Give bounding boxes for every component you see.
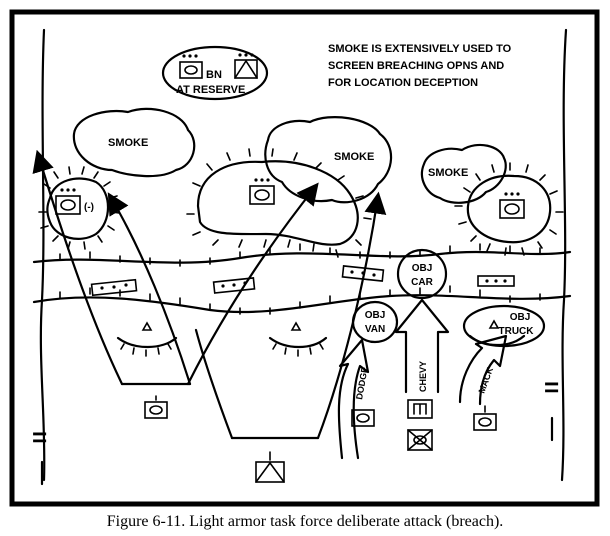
svg-text:OBJ: OBJ <box>510 312 531 323</box>
objective-car: OBJ CAR <box>396 248 448 300</box>
svg-text:OBJ: OBJ <box>365 310 386 321</box>
hill-center <box>268 321 328 357</box>
friendly-unit-mack <box>473 405 497 431</box>
smoke-label-center: SMOKE <box>334 151 374 163</box>
note-text: SMOKE IS EXTENSIVELY USED TO SCREEN BREA… <box>328 43 512 89</box>
sector-line-left-outer <box>32 149 124 386</box>
smoke-label-right: SMOKE <box>428 167 468 179</box>
svg-text:FOR LOCATION DECEPTION: FOR LOCATION DECEPTION <box>328 77 478 89</box>
figure-caption: Figure 6-11. Light armor task force deli… <box>107 513 504 530</box>
smoke-cloud-right <box>420 143 507 204</box>
smoke-cloud-left <box>72 107 196 178</box>
reserve-oval <box>161 45 269 101</box>
axis-chevy: CHEVY <box>394 298 450 394</box>
reserve-at-label: AT RESERVE <box>176 84 245 96</box>
sector-line-center-right <box>316 191 387 440</box>
minefield-1 <box>90 278 138 297</box>
svg-text:CAR: CAR <box>411 277 433 288</box>
svg-text:SCREEN BREACHING OPNS AND: SCREEN BREACHING OPNS AND <box>328 60 504 72</box>
left-boundary-line <box>39 28 46 482</box>
attack-arrow-left-center <box>186 182 319 386</box>
reserve-bn-label: BN <box>206 69 222 81</box>
enemy-position-center <box>186 148 372 258</box>
svg-text:TRUCK: TRUCK <box>499 326 535 337</box>
left-boundary-mark: = <box>32 422 47 452</box>
obstacle-line-upper <box>32 250 572 264</box>
svg-text:OBJ: OBJ <box>412 263 433 274</box>
right-boundary-line <box>560 28 568 482</box>
reserve-unit-symbol <box>179 61 203 79</box>
friendly-unit-left <box>144 395 168 419</box>
enemy-position-right <box>454 162 564 256</box>
hill-left <box>116 321 178 357</box>
svg-text:VAN: VAN <box>365 324 385 335</box>
smoke-label-left: SMOKE <box>108 137 148 149</box>
enemy-left-designator: (-) <box>84 202 94 213</box>
at-reserve: BN AT RESERVE <box>161 45 269 101</box>
right-boundary-mark: = <box>544 372 559 402</box>
sector-line-left-inner <box>107 192 192 386</box>
minefield-4 <box>477 275 515 287</box>
sector-line-center-left <box>194 328 234 440</box>
svg-text:SMOKE IS EXTENSIVELY USED TO: SMOKE IS EXTENSIVELY USED TO <box>328 43 512 55</box>
friendly-unit-chevy <box>407 399 433 451</box>
friendly-unit-dodge <box>351 409 375 427</box>
smoke-cloud-center <box>264 116 393 204</box>
obstacle-line-upper-ticks <box>59 243 541 267</box>
objective-van: OBJ VAN <box>351 300 399 344</box>
svg-text:CHEVY: CHEVY <box>418 361 428 392</box>
obstacle-line-lower-ticks <box>59 285 541 315</box>
diagram-frame <box>9 9 600 507</box>
enemy-position-left: (-) <box>38 166 120 250</box>
friendly-at-unit-bottom <box>255 451 285 483</box>
